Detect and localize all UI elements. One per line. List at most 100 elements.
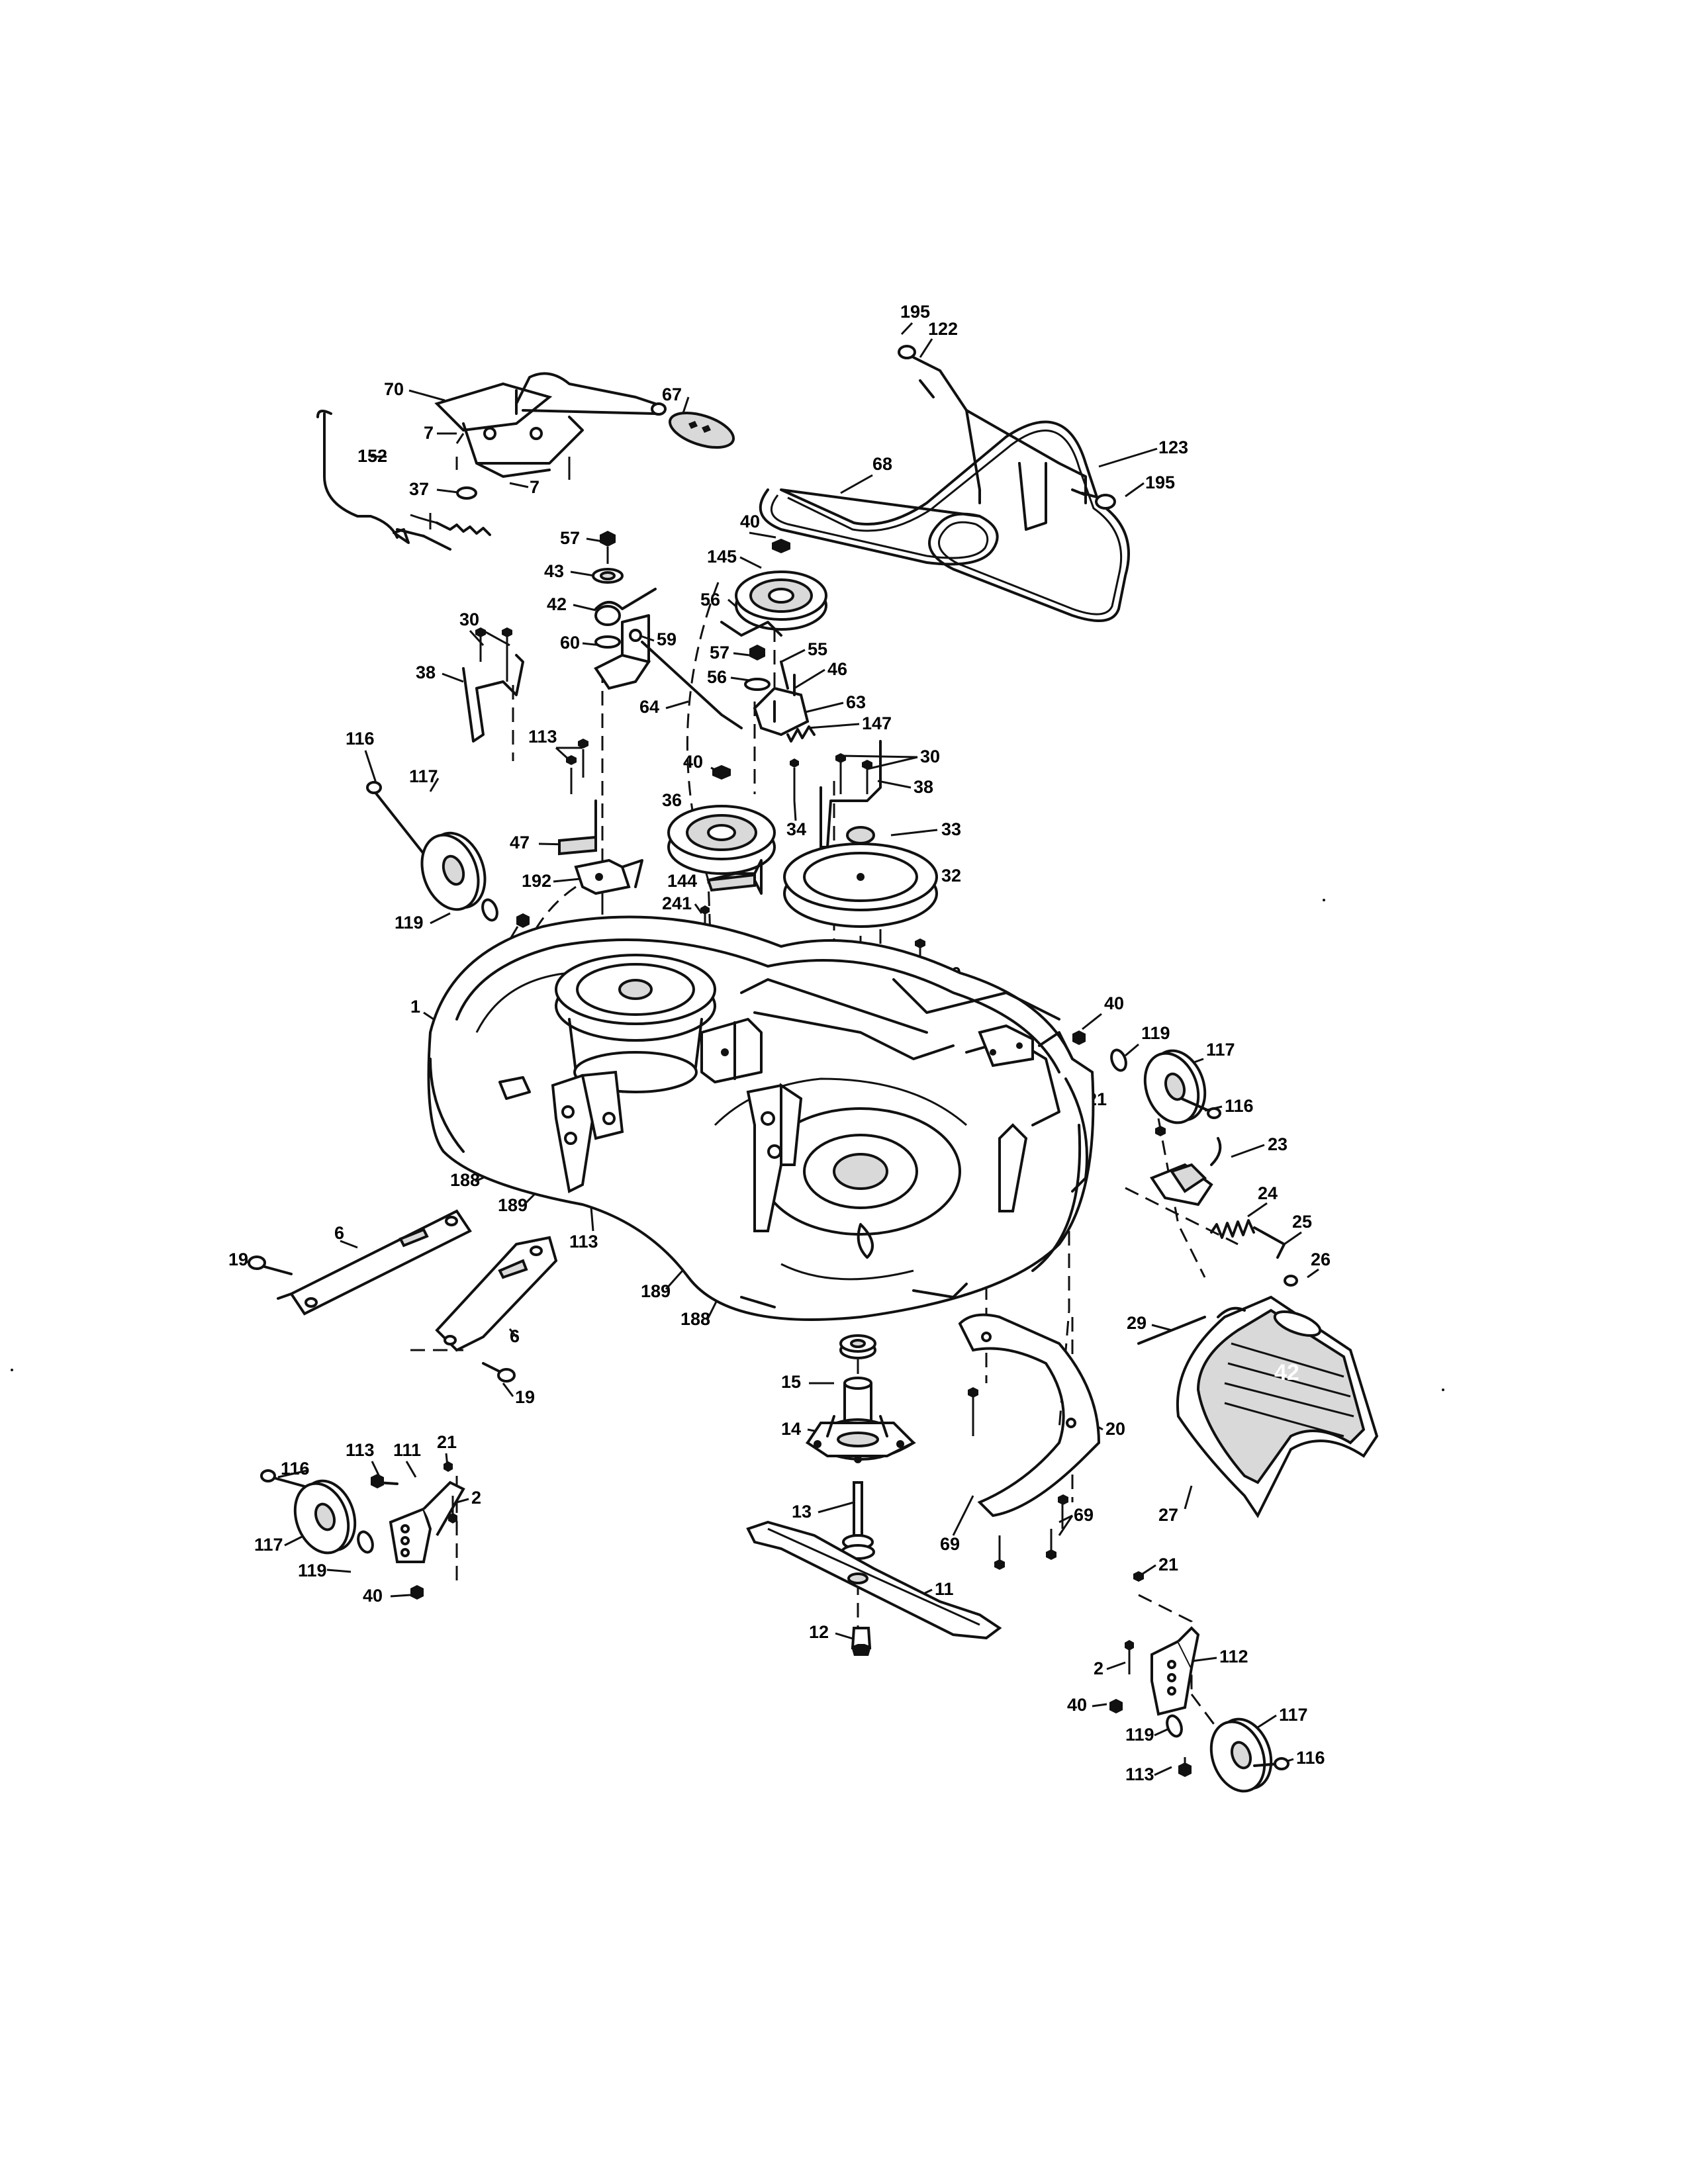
callout-113: 113 xyxy=(346,1440,375,1460)
callout-117: 117 xyxy=(409,766,438,786)
callout-38: 38 xyxy=(914,777,933,797)
callout-37: 37 xyxy=(409,479,429,499)
callout-24: 24 xyxy=(1258,1183,1278,1203)
callout-119: 119 xyxy=(298,1561,327,1580)
callout-57: 57 xyxy=(710,643,729,662)
callout-13: 13 xyxy=(792,1502,812,1522)
spindle-pulley-32 xyxy=(783,826,938,928)
callout-21: 21 xyxy=(437,1432,457,1452)
gauge-wheel-upper-left xyxy=(366,781,530,928)
callout-56: 56 xyxy=(707,667,727,687)
callout-147: 147 xyxy=(862,713,892,733)
chute-emboss-text: 42 xyxy=(1274,1360,1299,1385)
callout-11: 11 xyxy=(935,1579,954,1599)
callout-19: 19 xyxy=(515,1387,535,1407)
callout-113: 113 xyxy=(569,1232,598,1251)
callout-67: 67 xyxy=(662,385,682,404)
callout-2: 2 xyxy=(1094,1659,1103,1678)
bracket-192 xyxy=(574,858,643,895)
callout-195: 195 xyxy=(900,302,930,322)
baffle-20 xyxy=(958,1313,1101,1518)
callout-112: 112 xyxy=(1219,1647,1248,1666)
callout-68: 68 xyxy=(872,454,892,474)
callout-195: 195 xyxy=(1145,473,1175,492)
callout-40: 40 xyxy=(683,752,703,772)
callout-64: 64 xyxy=(639,697,659,717)
callout-116: 116 xyxy=(1296,1748,1325,1768)
callout-113: 113 xyxy=(528,727,557,747)
idler-pulley-145 xyxy=(735,539,827,631)
engagement-lever-assembly xyxy=(316,372,735,551)
callout-47: 47 xyxy=(510,833,530,852)
deflector-rod-29 xyxy=(1137,1316,1206,1345)
callout-123: 123 xyxy=(1158,437,1188,457)
callout-46: 46 xyxy=(827,659,847,679)
callout-42: 42 xyxy=(547,594,567,614)
callout-241: 241 xyxy=(662,893,692,913)
deck-center-bracket xyxy=(746,1083,803,1232)
callout-19: 19 xyxy=(228,1250,248,1269)
deck-right-hanger xyxy=(998,1123,1028,1212)
deflector-spring-24-25 xyxy=(1210,1219,1298,1287)
callout-12: 12 xyxy=(809,1622,829,1642)
callout-116: 116 xyxy=(1225,1096,1254,1116)
callout-32: 32 xyxy=(941,866,961,886)
deck-left-bracket xyxy=(498,1018,763,1193)
callout-192: 192 xyxy=(522,871,551,891)
discharge-chute-27: 42 xyxy=(1176,1295,1379,1518)
belt-guide-38-right xyxy=(820,740,882,848)
callout-117: 117 xyxy=(1279,1705,1308,1725)
belt-guide-38-left xyxy=(462,627,524,743)
callout-70: 70 xyxy=(384,379,404,399)
bolts-69 xyxy=(968,1387,1068,1570)
callout-69: 69 xyxy=(940,1534,960,1554)
callout-6: 6 xyxy=(334,1223,344,1243)
callout-2: 2 xyxy=(471,1488,481,1508)
spindle-assembly xyxy=(805,1334,916,1560)
callout-189: 189 xyxy=(641,1281,671,1301)
callout-117: 117 xyxy=(254,1535,283,1555)
callout-21: 21 xyxy=(1158,1555,1178,1574)
callout-40: 40 xyxy=(1104,993,1124,1013)
blade-bolt-12 xyxy=(851,1627,872,1656)
callout-116: 116 xyxy=(346,729,375,749)
callout-188: 188 xyxy=(680,1309,710,1329)
callout-38: 38 xyxy=(416,662,436,682)
bracket-144 xyxy=(706,859,763,895)
idler-pulley-36 xyxy=(667,765,776,875)
belt-keeper-rod xyxy=(898,345,1116,531)
callout-69: 69 xyxy=(1074,1505,1094,1525)
callout-122: 122 xyxy=(928,319,958,339)
gauge-wheel-lower-left xyxy=(260,1461,465,1600)
callout-20: 20 xyxy=(1105,1419,1125,1439)
callout-30: 30 xyxy=(459,610,479,629)
callout-25: 25 xyxy=(1292,1212,1312,1232)
callout-113: 113 xyxy=(1125,1764,1154,1784)
gauge-wheel-right xyxy=(1072,1030,1221,1124)
callout-40: 40 xyxy=(740,512,760,531)
callout-63: 63 xyxy=(846,692,866,712)
callout-40: 40 xyxy=(363,1586,383,1606)
gauge-wheel-lower-right xyxy=(1109,1571,1289,1793)
callout-29: 29 xyxy=(1127,1313,1147,1333)
callout-145: 145 xyxy=(707,547,737,567)
deflector-bracket-23 xyxy=(1149,1126,1222,1206)
callout-117: 117 xyxy=(1206,1040,1235,1060)
idler-arm-assembly xyxy=(592,531,816,801)
anti-scalp-bracket-47 xyxy=(558,739,597,856)
callout-119: 119 xyxy=(1141,1023,1170,1043)
mower-blade-11 xyxy=(746,1520,1002,1640)
scan-specks xyxy=(11,899,1444,1391)
callout-36: 36 xyxy=(662,790,682,810)
stabilizer-arm-upper xyxy=(248,1209,472,1316)
callout-144: 144 xyxy=(667,871,697,891)
callout-33: 33 xyxy=(941,819,961,839)
callout-7: 7 xyxy=(530,477,539,497)
callout-40: 40 xyxy=(1067,1695,1087,1715)
callout-119: 119 xyxy=(1125,1725,1154,1745)
callout-56: 60 xyxy=(560,633,580,653)
callout-7: 7 xyxy=(424,423,434,443)
callout-111: 111 xyxy=(393,1440,421,1460)
callout-57: 57 xyxy=(560,528,580,548)
